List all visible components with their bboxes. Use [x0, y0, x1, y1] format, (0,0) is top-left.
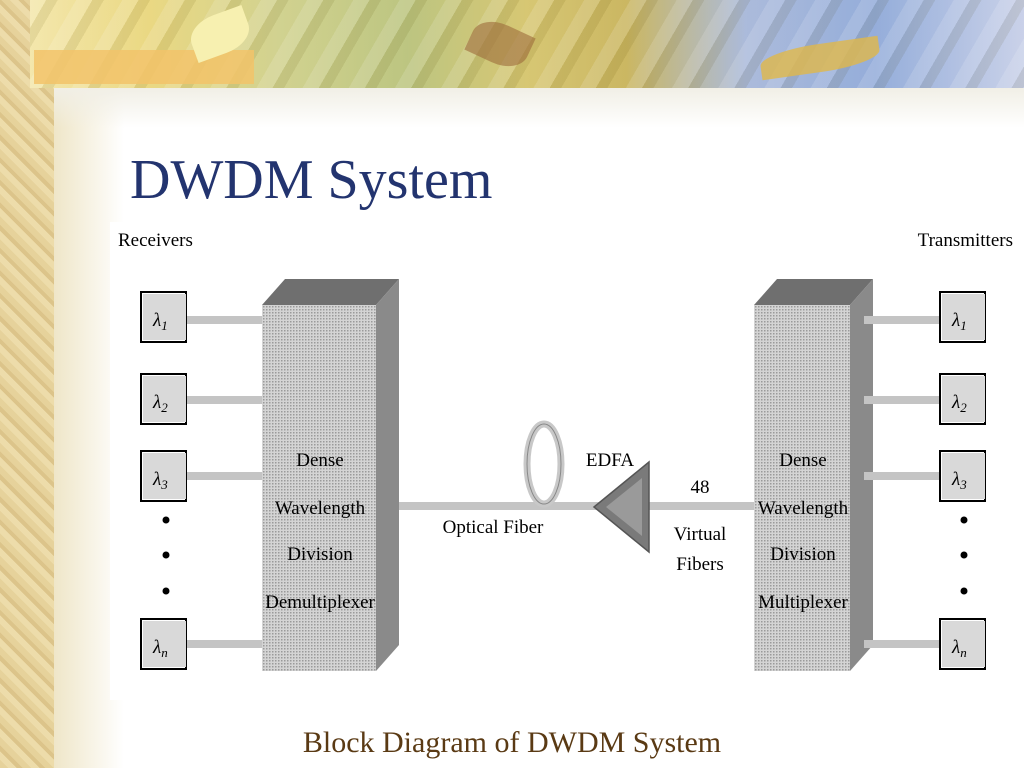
svg-text:λ2: λ2 — [951, 392, 967, 415]
lambda-subscript: n — [161, 645, 168, 660]
ellipsis-dot — [960, 587, 968, 595]
lambda-symbol: λ — [152, 392, 161, 413]
receiver-lambda-n: λn — [140, 618, 187, 670]
fiber-coil-outline — [526, 423, 562, 505]
ellipsis-dot — [960, 551, 968, 559]
svg-text:λ3: λ3 — [152, 469, 168, 492]
transmitter-lambda-2: λ2 — [939, 373, 986, 425]
demux-line-3: Division — [287, 544, 353, 565]
transmitter-lambda-3: λ3 — [939, 450, 986, 502]
fiber-line — [399, 502, 754, 510]
dwdm-block-diagram: Receivers Transmitters Dense Wavelength … — [118, 230, 1013, 671]
mux-line-2: Wavelength — [758, 498, 849, 519]
transmitter-line-n — [864, 640, 940, 648]
virtual-fibers-line-1: Virtual — [674, 524, 727, 545]
diagram-panel: Receivers Transmitters Dense Wavelength … — [110, 222, 1020, 700]
svg-text:λn: λn — [951, 637, 967, 660]
demux-top-face — [262, 279, 399, 305]
demux-side-face — [376, 279, 399, 671]
mux-line-1: Dense — [779, 450, 826, 471]
ellipsis-dot — [162, 516, 170, 524]
transmitters-label: Transmitters — [918, 230, 1013, 251]
ellipsis-dot — [162, 587, 170, 595]
edfa-label: EDFA — [586, 450, 634, 471]
receiver-line-3 — [186, 472, 262, 480]
transmitter-lambda-1: λ1 — [939, 291, 986, 343]
demux-line-4: Demultiplexer — [265, 592, 375, 613]
banner-shadow — [54, 88, 1024, 128]
virtual-fiber-count: 48 — [691, 477, 710, 498]
receiver-line-1 — [186, 316, 262, 324]
lambda-symbol: λ — [951, 469, 960, 490]
svg-text:λ3: λ3 — [951, 469, 967, 492]
lambda-subscript: n — [960, 645, 967, 660]
edfa-amplifier-inner — [606, 478, 642, 536]
ellipsis-dot — [960, 516, 968, 524]
svg-text:λn: λn — [152, 637, 168, 660]
demux-line-1: Dense — [296, 450, 343, 471]
diagram-caption: Block Diagram of DWDM System — [302, 726, 722, 759]
receivers-label: Receivers — [118, 230, 193, 251]
transmitter-channels: λ1 λ2 λ3 λn — [939, 291, 986, 670]
lambda-symbol: λ — [152, 310, 161, 331]
transmitter-line-1 — [864, 316, 940, 324]
lambda-subscript: 1 — [161, 318, 168, 333]
receiver-line-2 — [186, 396, 262, 404]
optical-fiber-link — [399, 420, 754, 554]
receiver-lambda-2: λ2 — [140, 373, 187, 425]
receiver-line-n — [186, 640, 262, 648]
lambda-symbol: λ — [951, 310, 960, 331]
svg-text:λ2: λ2 — [152, 392, 168, 415]
mux-side-face — [850, 279, 873, 671]
mux-top-face — [754, 279, 873, 305]
page-title: DWDM System — [130, 149, 493, 211]
left-texture-strip — [0, 0, 54, 768]
svg-text:λ1: λ1 — [152, 310, 168, 333]
mux-front-face — [754, 305, 850, 671]
lambda-symbol: λ — [951, 637, 960, 658]
virtual-fibers-line-2: Fibers — [676, 554, 724, 575]
demux-front-face — [262, 305, 376, 671]
mux-line-4: Multiplexer — [758, 592, 848, 613]
lambda-symbol: λ — [152, 469, 161, 490]
lambda-subscript: 2 — [161, 400, 168, 415]
transmitter-line-3 — [864, 472, 940, 480]
transmitter-line-2 — [864, 396, 940, 404]
lambda-subscript: 3 — [959, 477, 967, 492]
top-banner-strip — [34, 50, 254, 84]
demux-line-2: Wavelength — [275, 498, 366, 519]
transmitter-connectors — [864, 316, 940, 648]
optical-fiber-label: Optical Fiber — [443, 517, 544, 538]
receiver-channels: λ1 λ2 λ3 λn — [140, 291, 187, 670]
lambda-symbol: λ — [152, 637, 161, 658]
lambda-symbol: λ — [951, 392, 960, 413]
svg-text:λ1: λ1 — [951, 310, 967, 333]
transmitter-lambda-n: λn — [939, 618, 986, 670]
lambda-subscript: 2 — [960, 400, 967, 415]
mux-line-3: Division — [770, 544, 836, 565]
demultiplexer-block: Dense Wavelength Division Demultiplexer — [262, 279, 399, 671]
ellipsis-dot — [162, 551, 170, 559]
receiver-lambda-1: λ1 — [140, 291, 187, 343]
multiplexer-block: Dense Wavelength Division Multiplexer — [754, 279, 873, 671]
lambda-subscript: 1 — [960, 318, 967, 333]
receiver-connectors — [186, 316, 262, 648]
receiver-lambda-3: λ3 — [140, 450, 187, 502]
lambda-subscript: 3 — [160, 477, 168, 492]
